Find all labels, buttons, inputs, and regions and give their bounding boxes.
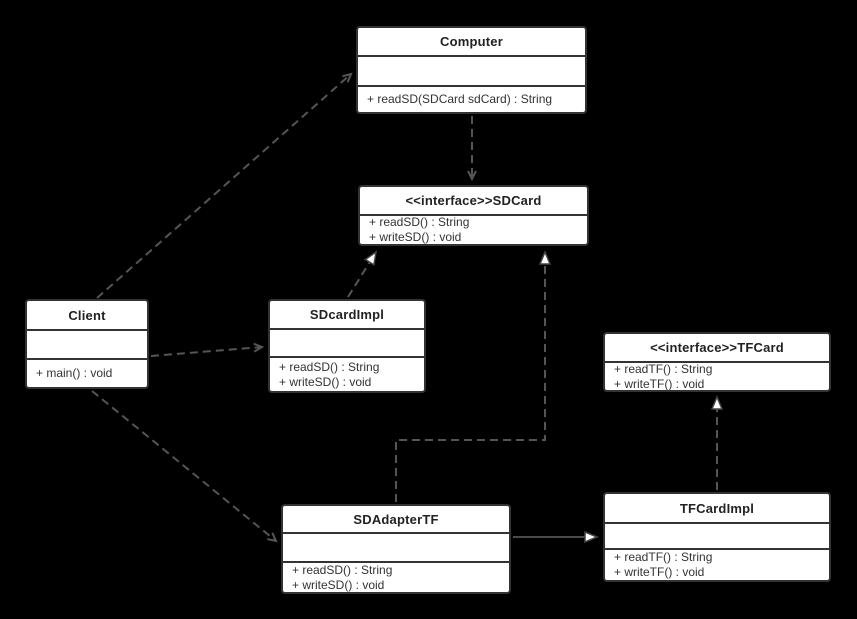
class-methods-tfcardimpl: + readTF() : String + writeTF() : void [605, 548, 829, 580]
method-label: + writeSD() : void [279, 374, 372, 389]
class-attributes-computer [358, 55, 585, 85]
class-methods-client: + main() : void [27, 358, 147, 387]
dependency-arrow-client-to-sdcardimpl [150, 347, 262, 357]
method-label: + writeSD() : void [292, 577, 385, 592]
method-label: + readSD(SDCard sdCard) : String [367, 92, 553, 106]
method-label: + readTF() : String [614, 550, 713, 564]
class-attributes-sdcardimpl [270, 328, 424, 356]
dependency-arrow-client-to-computer [96, 74, 351, 299]
class-attributes-client [27, 329, 147, 358]
method-label: + writeSD() : void [369, 230, 462, 244]
method-label: + writeTF() : void [614, 565, 705, 579]
class-box-tfcard-interface[interactable]: <<interface>>TFCard + readTF() : String … [603, 332, 831, 392]
class-name-computer: Computer [440, 34, 503, 49]
method-label: + readSD() : String [369, 215, 470, 229]
class-box-client[interactable]: Client + main() : void [25, 299, 149, 389]
method-label: + readSD() : String [292, 562, 393, 577]
class-methods-computer: + readSD(SDCard sdCard) : String [358, 85, 585, 112]
method-label: + main() : void [36, 366, 113, 380]
class-methods-sdcard-interface: + readSD() : String + writeSD() : void [360, 214, 587, 244]
class-methods-tfcard-interface: + readTF() : String + writeTF() : void [605, 361, 829, 391]
dependency-arrow-client-to-sdadaptertf [91, 390, 276, 541]
class-name-client: Client [68, 307, 106, 323]
class-box-computer[interactable]: Computer + readSD(SDCard sdCard) : Strin… [356, 26, 587, 114]
realization-arrow-sdcardimpl-to-sdcard [347, 250, 378, 298]
realization-arrow-sdadaptertf-to-sdcard [395, 250, 552, 502]
class-box-sdcard-interface[interactable]: <<interface>>SDCard + readSD() : String … [358, 185, 589, 246]
class-name-sdcard-interface: <<interface>>SDCard [405, 193, 542, 208]
class-methods-sdcardimpl: + readSD() : String + writeSD() : void [270, 356, 424, 391]
class-name-tfcard-interface: <<interface>>TFCard [650, 340, 784, 355]
class-attributes-tfcardimpl [605, 522, 829, 548]
class-name-sdcardimpl: SDcardImpl [309, 307, 385, 322]
class-box-tfcardimpl[interactable]: TFCardImpl + readTF() : String + writeTF… [603, 492, 831, 582]
method-label: + writeTF() : void [614, 376, 705, 391]
class-box-sdcardimpl[interactable]: SDcardImpl + readSD() : String + writeSD… [268, 299, 426, 393]
class-name-sdadaptertf: SDAdapterTF [353, 511, 439, 527]
class-box-sdadaptertf[interactable]: SDAdapterTF + readSD() : String + writeS… [281, 504, 511, 594]
class-methods-sdadaptertf: + readSD() : String + writeSD() : void [283, 561, 509, 592]
class-name-tfcardimpl: TFCardImpl [679, 500, 755, 516]
method-label: + readSD() : String [279, 359, 380, 374]
class-attributes-sdadaptertf [283, 532, 509, 561]
method-label: + readTF() : String [614, 361, 713, 376]
